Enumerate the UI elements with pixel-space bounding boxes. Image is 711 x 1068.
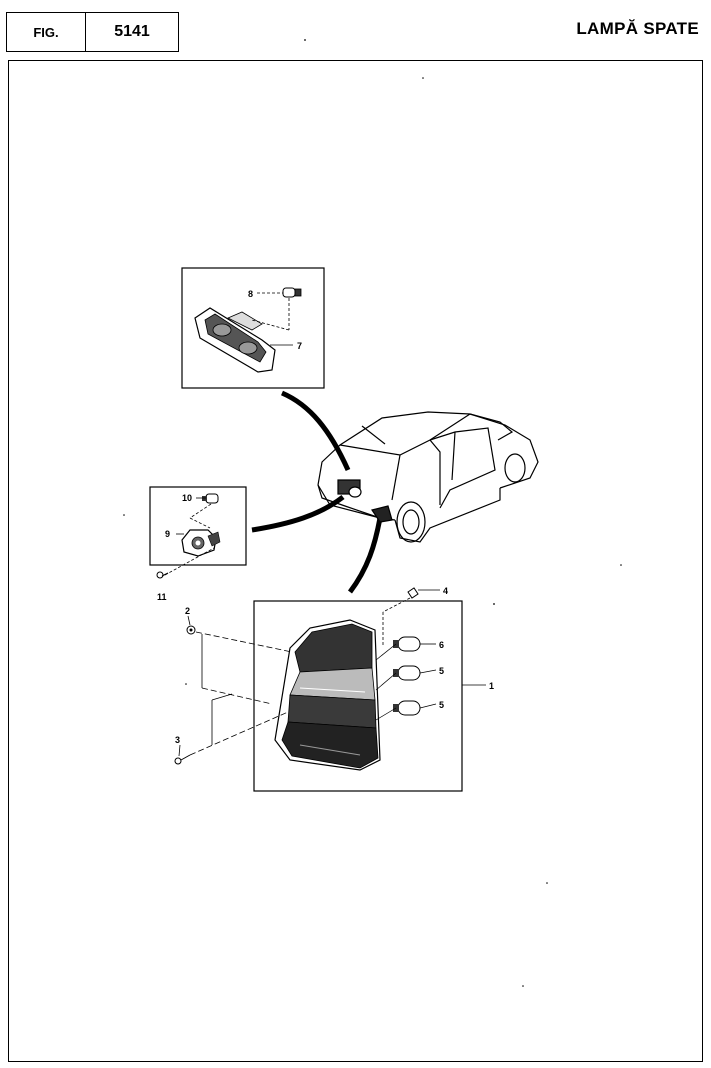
callout-3: 3 xyxy=(175,735,180,745)
callout-9: 9 xyxy=(165,529,170,539)
nut-part: 2 xyxy=(185,606,293,705)
socket-inset: 10 9 11 xyxy=(149,486,247,602)
socket-screw xyxy=(156,571,169,579)
scan-specks xyxy=(123,39,622,987)
callout-1: 1 xyxy=(489,681,494,691)
tail-lamp-inset: 6 5 5 1 xyxy=(253,600,494,792)
screw-part: 3 xyxy=(174,693,289,765)
stop-bulb-lower xyxy=(393,700,421,716)
car-illustration xyxy=(317,411,539,543)
clip-part: 4 xyxy=(382,586,448,645)
callout-7: 7 xyxy=(297,341,302,351)
plate-lamp-inset: 8 7 xyxy=(181,267,325,389)
callout-5-upper: 5 xyxy=(439,666,444,676)
callout-8: 8 xyxy=(248,289,253,299)
callout-5-lower: 5 xyxy=(439,700,444,710)
leader-to-tail-lamp xyxy=(347,517,383,594)
plate-lamp-inset-box xyxy=(181,267,325,389)
plate-lamp-bulb xyxy=(282,287,302,298)
plate-lamp-housing xyxy=(194,307,276,373)
stop-bulb-upper xyxy=(393,665,421,681)
fig-number: 5141 xyxy=(85,12,179,52)
tail-lamp-assembly xyxy=(274,619,381,771)
diagram-frame xyxy=(8,60,703,1062)
callout-11: 11 xyxy=(157,592,167,602)
callout-2: 2 xyxy=(185,606,190,616)
callout-4: 4 xyxy=(443,586,448,596)
leader-to-plate-lamp xyxy=(280,390,351,472)
tail-lamp-inset-box xyxy=(253,600,463,792)
socket-housing xyxy=(181,529,221,557)
callout-10: 10 xyxy=(182,493,192,503)
page-title: LAMPĂ SPATE xyxy=(576,19,699,38)
leader-to-socket xyxy=(251,495,345,533)
indicator-bulb xyxy=(393,636,421,652)
callout-6: 6 xyxy=(439,640,444,650)
socket-bulb xyxy=(202,493,219,504)
socket-inset-box xyxy=(149,486,247,566)
